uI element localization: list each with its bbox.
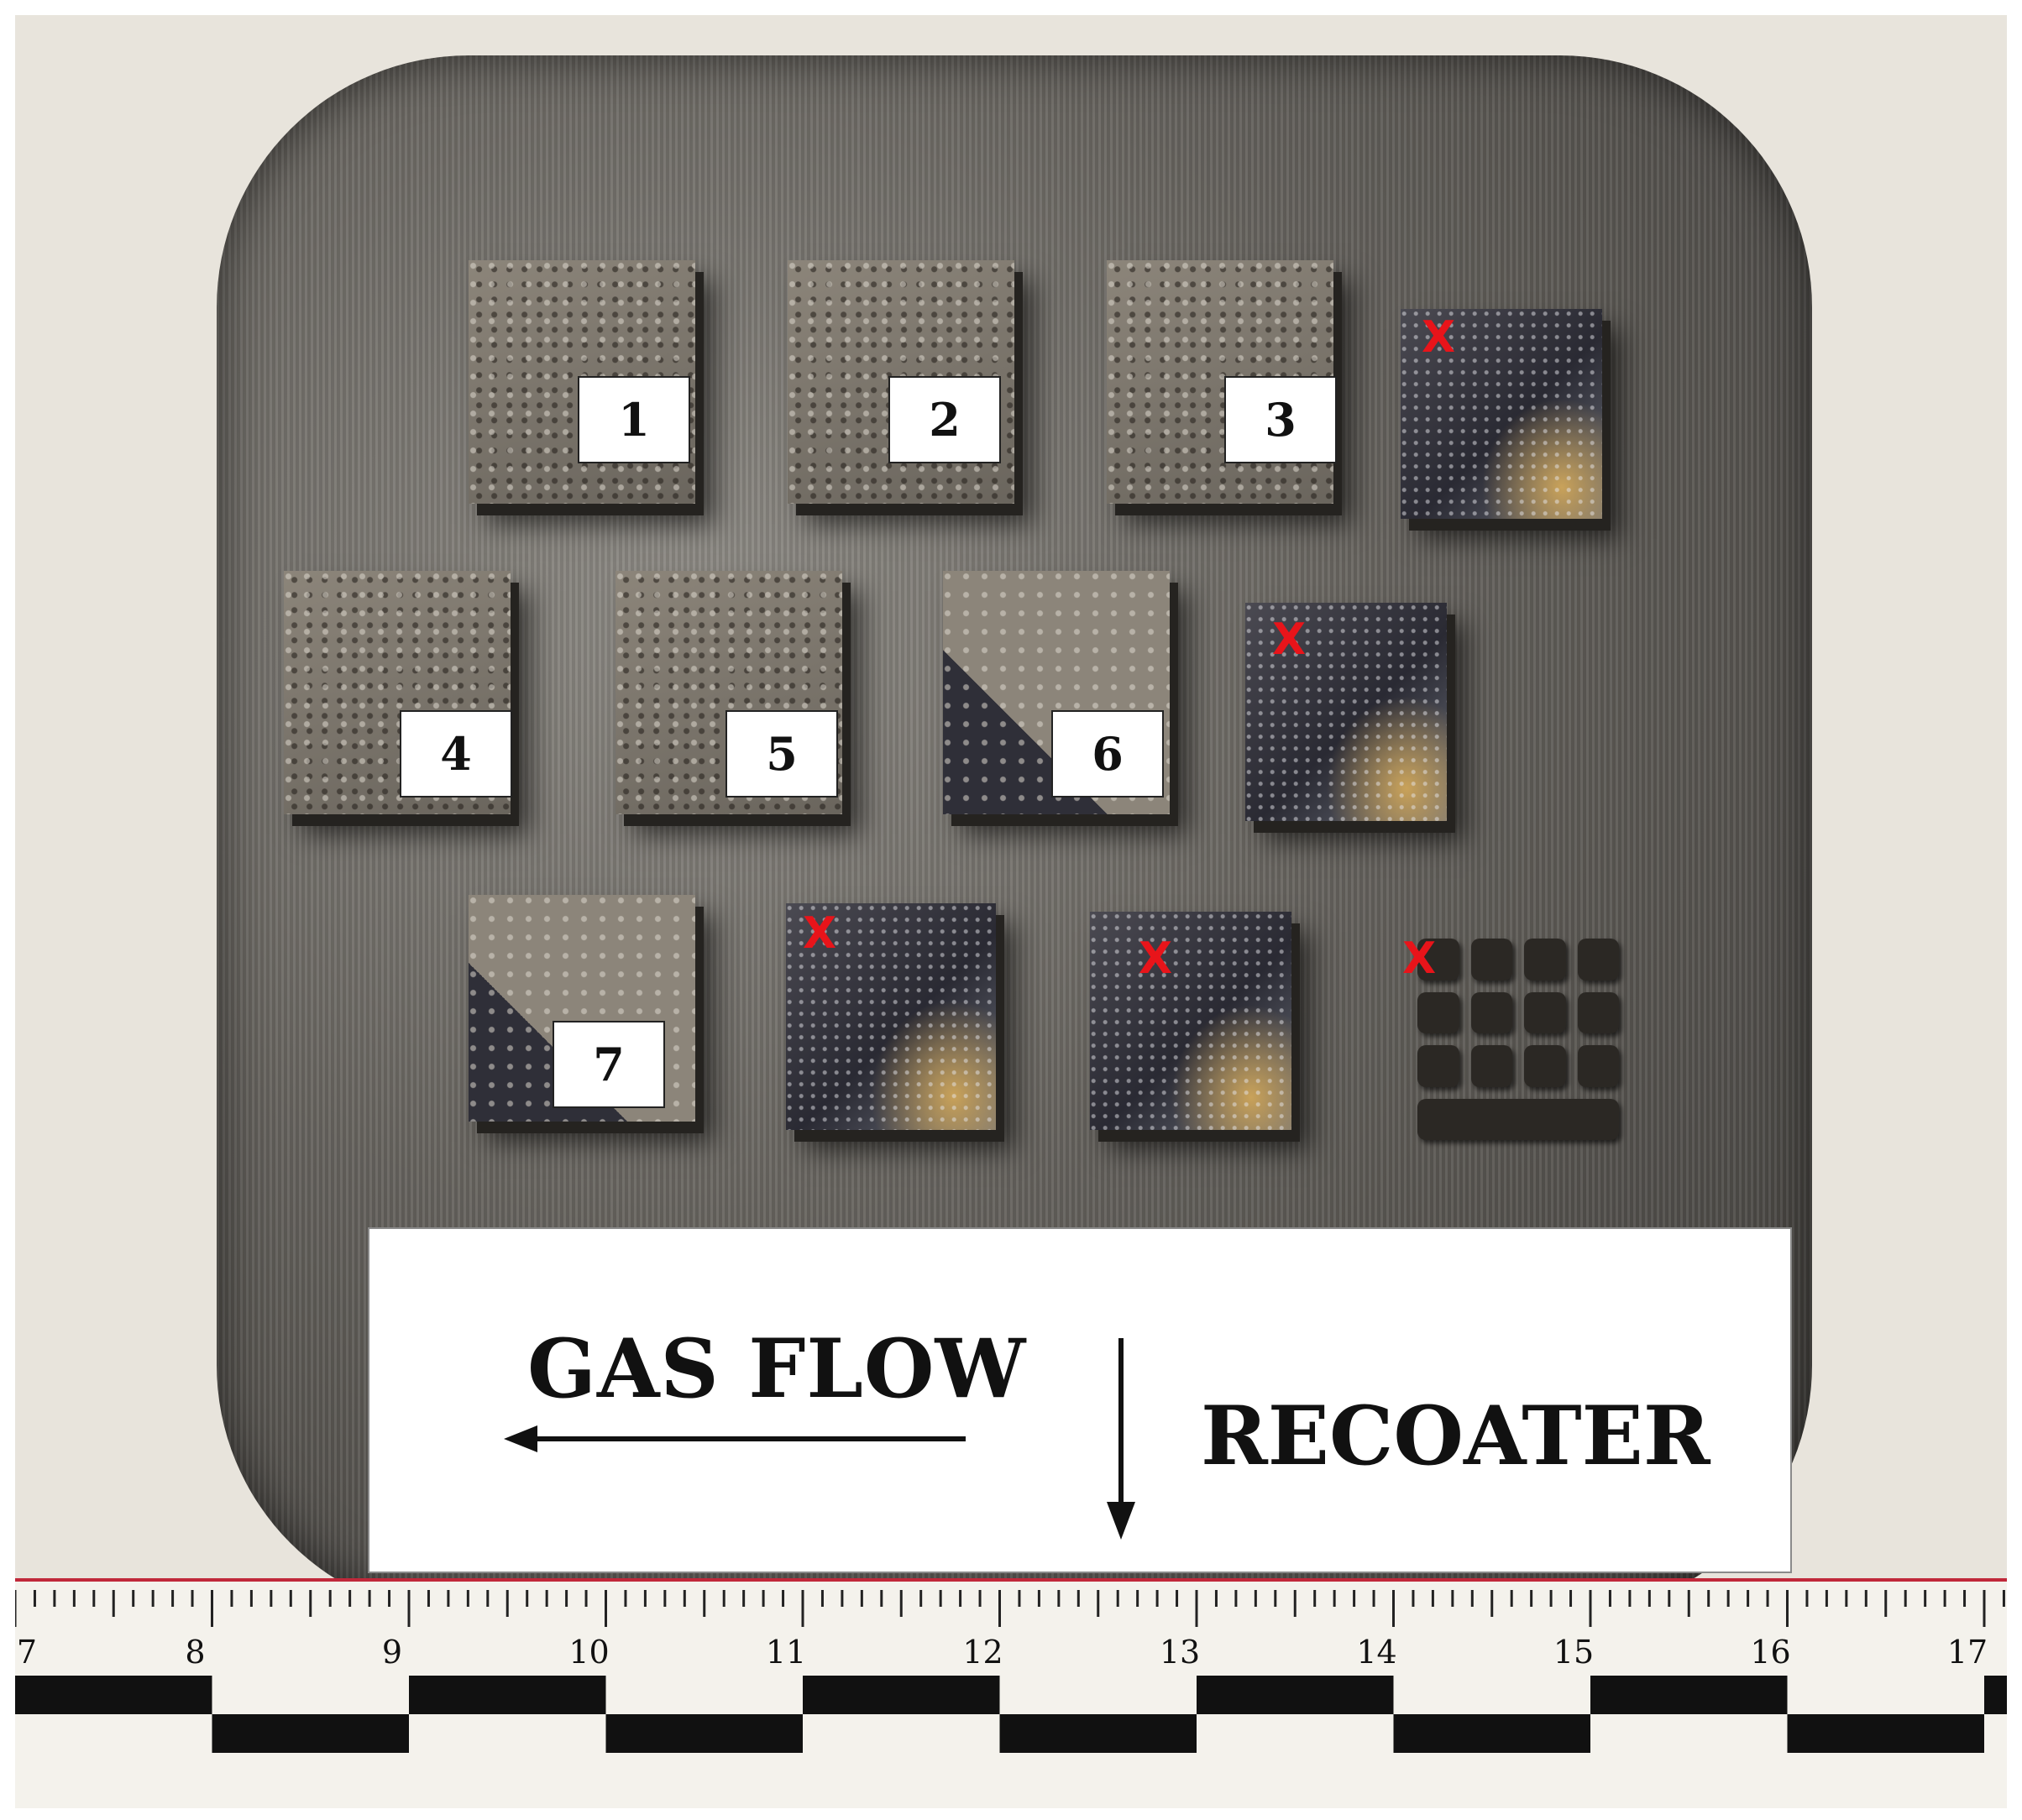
failure-mark: X [1402, 934, 1437, 984]
scale-bar-segment [15, 1714, 212, 1753]
scale-bar-segment [999, 1714, 1197, 1753]
gas-flow-arrow-icon [504, 1425, 966, 1452]
specimen-label: 3 [1224, 376, 1337, 463]
scale-bar-segment [999, 1676, 1197, 1714]
ruler-number: 7 [16, 1634, 38, 1671]
scale-bar-segment [1590, 1676, 1788, 1714]
recoater-label: RECOATER [1201, 1389, 1710, 1483]
specimen-label: 6 [1051, 710, 1164, 798]
ruler-number: 8 [185, 1634, 206, 1671]
scale-bar-segment [212, 1714, 409, 1753]
specimen-label: 5 [726, 710, 838, 798]
scale-bar-segment [212, 1676, 409, 1714]
ruler-number: 17 [1946, 1634, 1988, 1671]
specimen-label: 2 [888, 376, 1001, 463]
failure-mark: X [803, 908, 837, 959]
scale-bar-segment [605, 1676, 803, 1714]
ruler-ticks [15, 1590, 2007, 1753]
failed-specimen [1401, 309, 1602, 519]
failure-mark: X [1422, 312, 1456, 363]
scale-bar-segment [409, 1676, 606, 1714]
ruler-number: 16 [1750, 1634, 1791, 1671]
scale-bar-segment [803, 1676, 1000, 1714]
gas-flow-label: GAS FLOW [527, 1321, 1027, 1416]
scale-bar-segment [1787, 1714, 1984, 1753]
scale-bar-segment [1393, 1676, 1590, 1714]
scale-ruler: 7 8 9 10 11 12 13 14 15 16 17 [15, 1578, 2007, 1808]
scale-bar-segment [1197, 1714, 1394, 1753]
ruler-number: 9 [381, 1634, 403, 1671]
recoater-arrow-icon [1107, 1338, 1135, 1540]
failure-mark: X [1272, 615, 1307, 665]
ruler-number: 13 [1159, 1634, 1201, 1671]
specimen-label: 1 [578, 376, 690, 463]
scale-bar-segment [803, 1714, 1000, 1753]
build-plate-photo: 1 2 3 4 5 6 7 X X X X X [15, 15, 2007, 1805]
failed-specimen [1245, 603, 1447, 821]
scale-bar-segment [1787, 1676, 1984, 1714]
scale-bar-segment [1984, 1714, 2007, 1753]
failure-mark: X [1139, 934, 1173, 984]
ruler-number: 14 [1356, 1634, 1397, 1671]
direction-legend: GAS FLOW RECOATER [368, 1227, 1792, 1573]
ruler-number: 10 [568, 1634, 610, 1671]
scale-bar-segment [1590, 1714, 1788, 1753]
scale-bar-segment [409, 1714, 606, 1753]
failed-specimen [786, 903, 996, 1130]
ruler-number: 11 [765, 1634, 807, 1671]
scale-bar-segment [1393, 1714, 1590, 1753]
ruler-number: 15 [1553, 1634, 1595, 1671]
scale-bar-segment [15, 1676, 212, 1714]
scale-bar-segment [1197, 1676, 1394, 1714]
failed-specimen [1090, 912, 1291, 1130]
specimen-label: 7 [553, 1021, 665, 1108]
scale-bar-segment [605, 1714, 803, 1753]
specimen-label: 4 [400, 710, 512, 798]
scale-bar-segment [1984, 1676, 2007, 1714]
ruler-number: 12 [962, 1634, 1003, 1671]
lattice-specimen [1417, 939, 1619, 1140]
